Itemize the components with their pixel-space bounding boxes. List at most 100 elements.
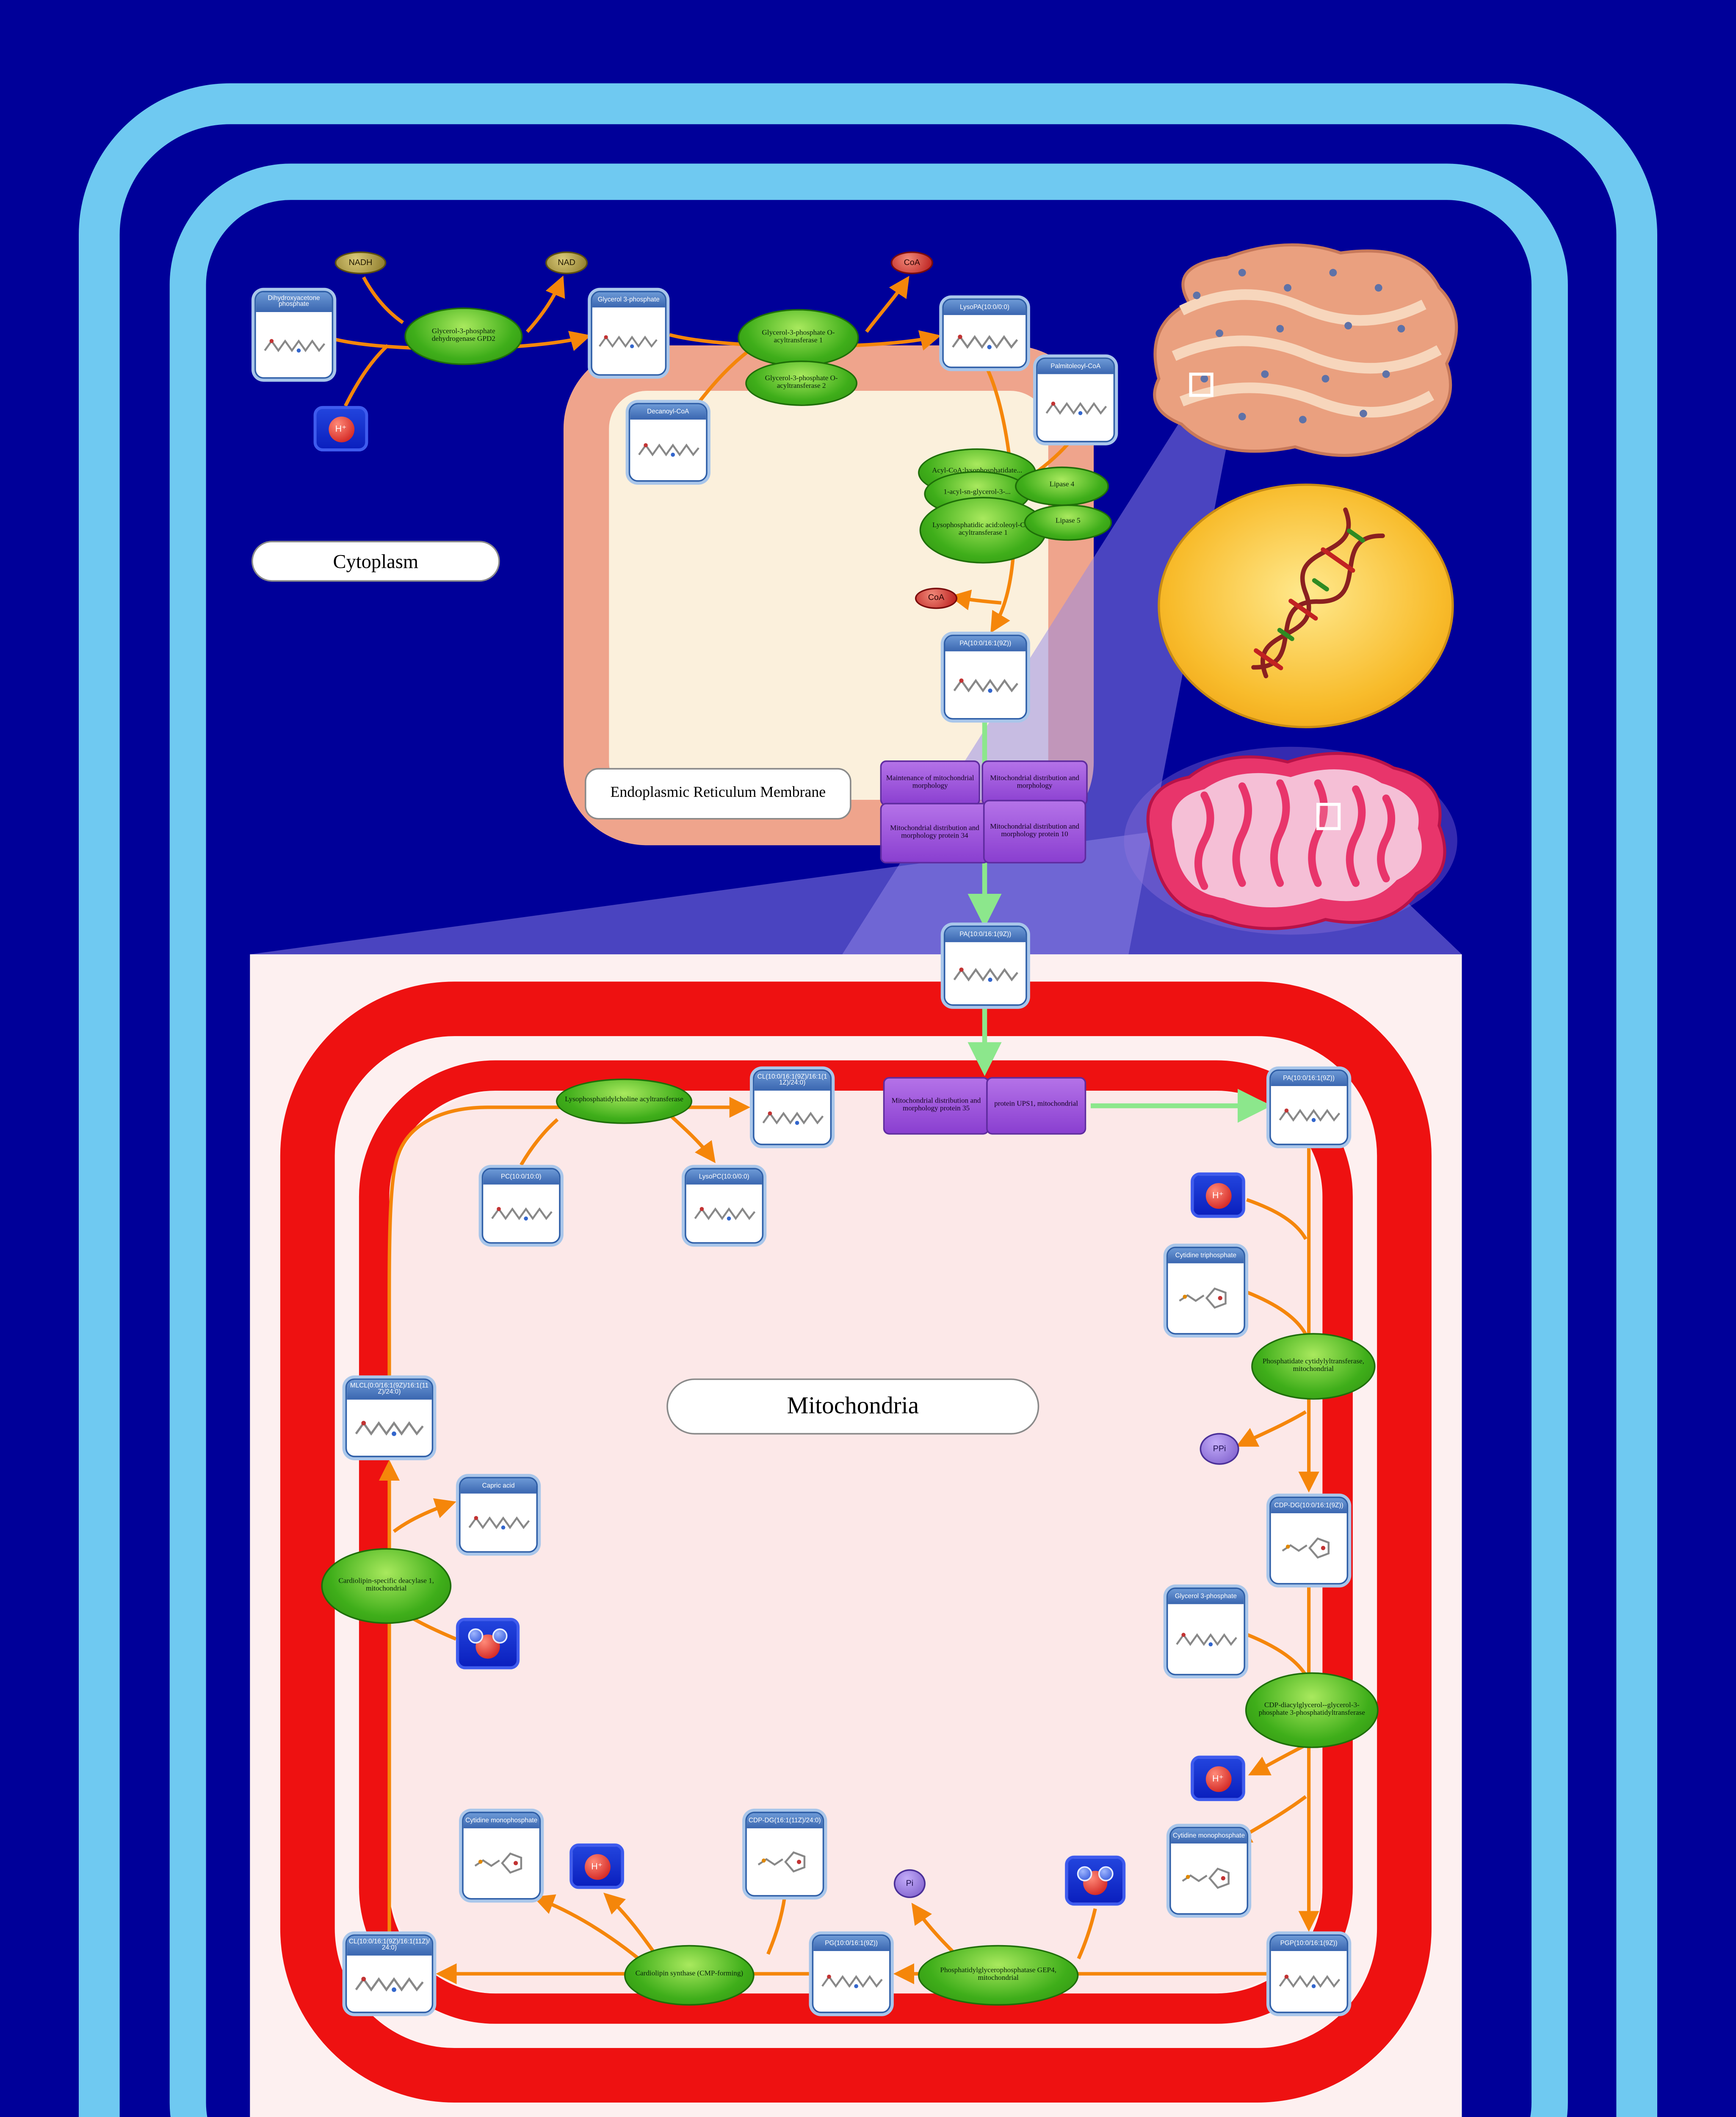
h-plus-label: H⁺ bbox=[1205, 1765, 1231, 1791]
h-plus-token-cytoplasm[interactable]: H⁺ bbox=[313, 406, 368, 452]
hydrogen-ball bbox=[1098, 1866, 1114, 1882]
enzyme-phosphatidate-cytidylyltransferase[interactable]: Phosphatidate cytidylyltransferase, mito… bbox=[1251, 1333, 1376, 1400]
metabolite-label: CL(10:0/16:1(9Z)/16:1(11Z)/24:0) bbox=[347, 1936, 432, 1956]
structure-drawing bbox=[463, 1828, 539, 1898]
metabolite-card-pa-er[interactable]: PA(10:0/16:1(9Z)) bbox=[943, 635, 1027, 720]
metabolite-card-cl-top[interactable]: CL(10:0/16:1(9Z)/16:1(11Z)/24:0) bbox=[753, 1069, 832, 1145]
enzyme-cardiolipin-deacylase-1[interactable]: Cardiolipin-specific deacylase 1, mitoch… bbox=[321, 1548, 452, 1624]
metabolite-label: CL(10:0/16:1(9Z)/16:1(11Z)/24:0) bbox=[754, 1071, 830, 1091]
metabolite-label: CDP-DG(16:1(11Z)/24:0) bbox=[746, 1813, 823, 1829]
h-plus-token-mito-top[interactable]: H⁺ bbox=[1191, 1172, 1245, 1218]
metabolite-card-g3p-mito[interactable]: Glycerol 3-phosphate bbox=[1166, 1587, 1245, 1675]
metabolite-label: PA(10:0/16:1(9Z)) bbox=[1271, 1071, 1347, 1086]
h-plus-label: H⁺ bbox=[1205, 1182, 1231, 1208]
protein-box-ups1[interactable]: protein UPS1, mitochondrial bbox=[986, 1077, 1086, 1135]
enzyme-cdp-dag-g3p-phosphatidyltransferase[interactable]: CDP-diacylglycerol--glycerol-3-phosphate… bbox=[1245, 1672, 1379, 1748]
structure-drawing bbox=[1271, 1951, 1347, 2012]
metabolite-card-cl-bottom[interactable]: CL(10:0/16:1(9Z)/16:1(11Z)/24:0) bbox=[345, 1934, 434, 2013]
enzyme-gep4[interactable]: Phosphatidylglycerophosphatase GEP4, mit… bbox=[918, 1945, 1079, 2006]
metabolite-card-lysopa[interactable]: LysoPA(10:0/0:0) bbox=[942, 298, 1027, 368]
protein-box-mdm[interactable]: Mitochondrial distribution and morpholog… bbox=[981, 760, 1088, 806]
metabolite-card-lysopc[interactable]: LysoPC(10:0/0:0) bbox=[685, 1168, 764, 1244]
enzyme-lipase-4[interactable]: Lipase 4 bbox=[1015, 466, 1109, 506]
h-plus-label: H⁺ bbox=[328, 416, 354, 442]
metabolite-label: Palmitoleoyl-CoA bbox=[1037, 359, 1114, 374]
pi-token[interactable]: Pi bbox=[893, 1869, 926, 1898]
metabolite-card-mlcl[interactable]: MLCL(0:0/16:1(9Z)/16:1(11Z)/24:0) bbox=[345, 1378, 434, 1457]
metabolite-card-capric-acid[interactable]: Capric acid bbox=[459, 1477, 538, 1553]
metabolite-label: PA(10:0/16:1(9Z)) bbox=[945, 927, 1026, 942]
mitochondrion-illustration bbox=[1124, 746, 1457, 935]
metabolite-card-g3p-cytoplasm[interactable]: Glycerol 3-phosphate bbox=[591, 290, 667, 376]
metabolite-label: CDP-DG(10:0/16:1(9Z)) bbox=[1271, 1498, 1347, 1514]
structure-drawing bbox=[460, 1493, 536, 1551]
metabolite-card-cdp-dg-right[interactable]: CDP-DG(10:0/16:1(9Z)) bbox=[1269, 1496, 1349, 1585]
cell-inner-membrane bbox=[169, 163, 1568, 2117]
metabolite-card-pgp[interactable]: PGP(10:0/16:1(9Z)) bbox=[1269, 1934, 1349, 2013]
h-plus-token-mito-bottom[interactable]: H⁺ bbox=[569, 1843, 625, 1889]
metabolite-card-dhap[interactable]: Dihydroxyacetone phosphate bbox=[254, 290, 334, 379]
dna-helix bbox=[1251, 507, 1385, 679]
structure-drawing bbox=[686, 1184, 762, 1242]
enzyme-gpd2[interactable]: Glycerol-3-phosphate dehydrogenase GPD2 bbox=[404, 307, 523, 365]
metabolite-label: Cytidine monophosphate bbox=[463, 1813, 539, 1829]
structure-drawing bbox=[592, 307, 665, 374]
metabolite-card-cmp-right[interactable]: Cytidine monophosphate bbox=[1169, 1827, 1249, 1915]
structure-drawing bbox=[347, 1399, 432, 1456]
metabolite-card-cdp-dg-left[interactable]: CDP-DG(16:1(11Z)/24:0) bbox=[745, 1811, 824, 1897]
metabolite-card-pc[interactable]: PC(10:0/10:0) bbox=[481, 1168, 561, 1244]
h2o-token-left[interactable] bbox=[456, 1617, 520, 1669]
metabolite-label: Cytidine triphosphate bbox=[1168, 1248, 1244, 1263]
structure-drawing bbox=[1171, 1843, 1247, 1913]
structure-drawing bbox=[813, 1951, 890, 2012]
metabolite-card-decanoyl-coa[interactable]: Decanoyl-CoA bbox=[628, 403, 708, 482]
metabolite-card-pa-intermediate[interactable]: PA(10:0/16:1(9Z)) bbox=[943, 925, 1027, 1006]
protein-box-mdm34[interactable]: Mitochondrial distribution and morpholog… bbox=[880, 803, 990, 864]
h-plus-token-mito-right[interactable]: H⁺ bbox=[1191, 1755, 1245, 1801]
coa-token-mid[interactable]: CoA bbox=[915, 588, 958, 609]
mito-outer-membrane bbox=[280, 981, 1432, 2103]
nucleus-illustration bbox=[1158, 484, 1454, 728]
er-organelle-illustration bbox=[1153, 243, 1458, 457]
structure-drawing bbox=[1271, 1086, 1347, 1144]
protein-box-mdm35[interactable]: Mitochondrial distribution and morpholog… bbox=[883, 1077, 990, 1135]
enzyme-gpat1[interactable]: Glycerol-3-phosphate O-acyltransferase 1 bbox=[738, 309, 859, 367]
h2o-token-bottom[interactable] bbox=[1065, 1855, 1126, 1906]
metabolite-label: Glycerol 3-phosphate bbox=[1168, 1589, 1244, 1604]
structure-drawing bbox=[483, 1184, 559, 1242]
structure-drawing bbox=[256, 312, 332, 377]
protein-box-mdm10[interactable]: Mitochondrial distribution and morpholog… bbox=[983, 800, 1086, 864]
cytoplasm-label: Cytoplasm bbox=[251, 541, 500, 582]
protein-box-mmm[interactable]: Maintenance of mitochondrial morphology bbox=[880, 760, 980, 806]
metabolite-label: PGP(10:0/16:1(9Z)) bbox=[1271, 1936, 1347, 1951]
metabolite-label: MLCL(0:0/16:1(9Z)/16:1(11Z)/24:0) bbox=[347, 1380, 432, 1400]
metabolite-card-ctp[interactable]: Cytidine triphosphate bbox=[1166, 1246, 1245, 1335]
enzyme-lipase-5[interactable]: Lipase 5 bbox=[1024, 504, 1112, 541]
structure-drawing bbox=[347, 1955, 432, 2012]
structure-drawing bbox=[1271, 1513, 1347, 1583]
metabolite-card-palmitoleoyl-coa[interactable]: Palmitoleoyl-CoA bbox=[1036, 357, 1115, 442]
nadh-token[interactable]: NADH bbox=[334, 251, 387, 274]
metabolite-label: PA(10:0/16:1(9Z)) bbox=[945, 636, 1026, 652]
nad-token[interactable]: NAD bbox=[545, 251, 588, 274]
metabolite-card-pg[interactable]: PG(10:0/16:1(9Z)) bbox=[812, 1934, 891, 2013]
metabolite-card-pa-mito[interactable]: PA(10:0/16:1(9Z)) bbox=[1269, 1069, 1349, 1145]
enzyme-gpat2[interactable]: Glycerol-3-phosphate O-acyltransferase 2 bbox=[745, 360, 857, 406]
structure-drawing bbox=[943, 315, 1026, 367]
structure-drawing bbox=[630, 420, 706, 481]
coa-token-top[interactable]: CoA bbox=[890, 251, 933, 274]
hydrogen-ball bbox=[468, 1628, 484, 1644]
metabolite-label: PC(10:0/10:0) bbox=[483, 1169, 559, 1185]
metabolite-label: Cytidine monophosphate bbox=[1171, 1828, 1247, 1844]
hydrogen-ball bbox=[1077, 1866, 1092, 1882]
enzyme-lpcat[interactable]: Lysophosphatidylcholine acyltransferase bbox=[556, 1078, 693, 1124]
metabolite-label: Glycerol 3-phosphate bbox=[592, 292, 665, 308]
structure-drawing bbox=[746, 1828, 823, 1895]
enzyme-cardiolipin-synthase[interactable]: Cardiolipin synthase (CMP-forming) bbox=[624, 1945, 755, 2006]
metabolite-label: Dihydroxyacetone phosphate bbox=[256, 292, 332, 312]
structure-drawing bbox=[1037, 374, 1114, 441]
metabolite-label: PG(10:0/16:1(9Z)) bbox=[813, 1936, 890, 1951]
ppi-token[interactable]: PPi bbox=[1200, 1433, 1239, 1465]
metabolite-card-cmp-left[interactable]: Cytidine monophosphate bbox=[462, 1811, 541, 1900]
